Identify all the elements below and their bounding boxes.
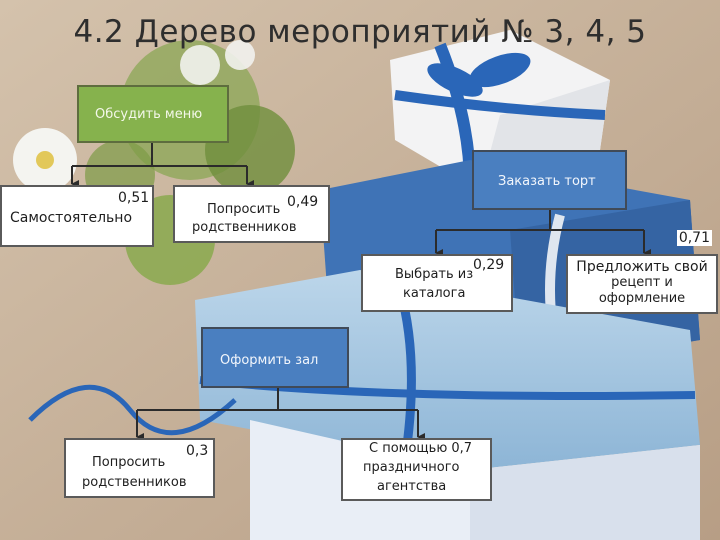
node-ask-relatives-1-prob: 0,49	[287, 194, 319, 210]
node-decorate-hall: Оформить зал	[201, 327, 349, 388]
node-order-cake: Заказать торт	[472, 150, 627, 210]
node-self: 0,51 Самостоятельно	[0, 185, 154, 247]
node-ask-relatives-1-top: Попросить	[207, 202, 281, 217]
node-ask-relatives-2-top: Попросить	[92, 455, 166, 470]
node-ask-relatives-2-bottom: родственников	[82, 475, 187, 490]
node-own-recipe-line1: Предложить свой	[576, 259, 708, 275]
node-own-recipe-line2: рецепт и	[611, 275, 673, 290]
node-choose-catalog-top: Выбрать из	[395, 267, 474, 282]
node-ask-relatives-1: Попросить 0,49 родственников	[173, 185, 330, 243]
page-title: 4.2 Дерево мероприятий № 3, 4, 5	[73, 14, 647, 50]
node-order-cake-label: Заказать торт	[498, 174, 596, 189]
node-discuss-menu: Обсудить меню	[77, 85, 229, 143]
node-agency-line3: агентства	[377, 479, 447, 494]
node-self-prob: 0,51	[118, 190, 150, 206]
node-own-recipe-prob: 0,71	[676, 230, 712, 246]
node-choose-catalog-bottom: каталога	[403, 286, 466, 301]
node-choose-catalog: Выбрать из 0,29 каталога	[361, 254, 513, 312]
node-self-label: Самостоятельно	[10, 210, 133, 226]
node-decorate-hall-label: Оформить зал	[220, 353, 319, 368]
node-choose-catalog-prob: 0,29	[473, 257, 505, 273]
node-agency: С помощью 0,7 праздничного агентства	[341, 438, 492, 501]
node-agency-line1: С помощью 0,7	[369, 441, 473, 456]
node-own-recipe: 0,71 Предложить свой рецепт и оформление	[566, 230, 718, 314]
node-ask-relatives-2: 0,3 Попросить родственников	[64, 438, 215, 498]
node-ask-relatives-2-prob: 0,3	[186, 443, 209, 459]
node-own-recipe-line3: оформление	[598, 291, 686, 306]
node-ask-relatives-1-bottom: родственников	[192, 220, 297, 235]
node-discuss-menu-label: Обсудить меню	[95, 107, 203, 122]
node-agency-line2: праздничного	[363, 460, 460, 475]
